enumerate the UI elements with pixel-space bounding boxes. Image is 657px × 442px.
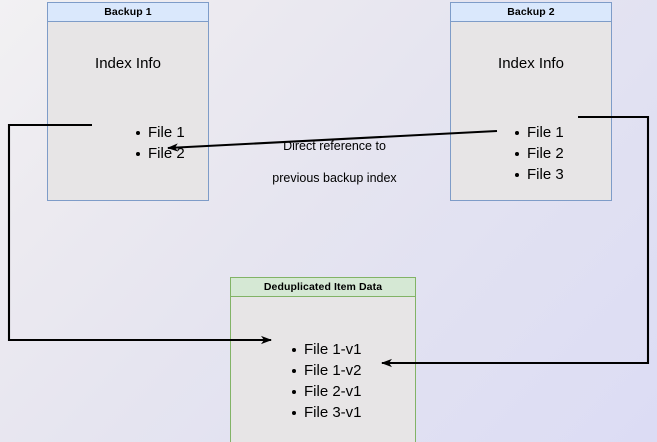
list-item: File 1-v1 [292,341,362,358]
node-deduplicated-item-data-body: File 1-v1 File 1-v2 File 2-v1 File 3-v1 [231,297,415,442]
list-item: File 3-v1 [292,404,362,421]
backup-2-index-info-label: Index Info [498,55,564,72]
node-backup-2-header: Backup 2 [451,3,611,22]
backup-2-file-list: File 1 File 2 File 3 [511,122,564,185]
list-item: File 1 [136,124,185,141]
dedup-file-list: File 1-v1 File 1-v2 File 2-v1 File 3-v1 [288,339,362,423]
node-backup-2-body: Index Info File 1 File 2 File 3 [451,22,611,200]
node-backup-1-body: Index Info File 1 File 2 [48,22,208,200]
list-item: File 1-v2 [292,362,362,379]
node-deduplicated-item-data-header: Deduplicated Item Data [231,278,415,297]
list-item: File 2 [136,145,185,162]
backup-1-index-info-label: Index Info [95,55,161,72]
backup-1-file-list: File 1 File 2 [132,122,185,164]
list-item: File 2 [515,145,564,162]
list-item: File 2-v1 [292,383,362,400]
list-item: File 3 [515,166,564,183]
edge-label-direct-reference: Direct reference to previous backup inde… [252,122,417,202]
node-backup-1[interactable]: Backup 1 Index Info File 1 File 2 [47,2,209,201]
node-backup-1-header: Backup 1 [48,3,208,22]
list-item: File 1 [515,124,564,141]
node-deduplicated-item-data[interactable]: Deduplicated Item Data File 1-v1 File 1-… [230,277,416,442]
edge-label-line-2: previous backup index [272,171,397,185]
edge-label-line-1: Direct reference to [283,139,386,153]
node-backup-2[interactable]: Backup 2 Index Info File 1 File 2 File 3 [450,2,612,201]
